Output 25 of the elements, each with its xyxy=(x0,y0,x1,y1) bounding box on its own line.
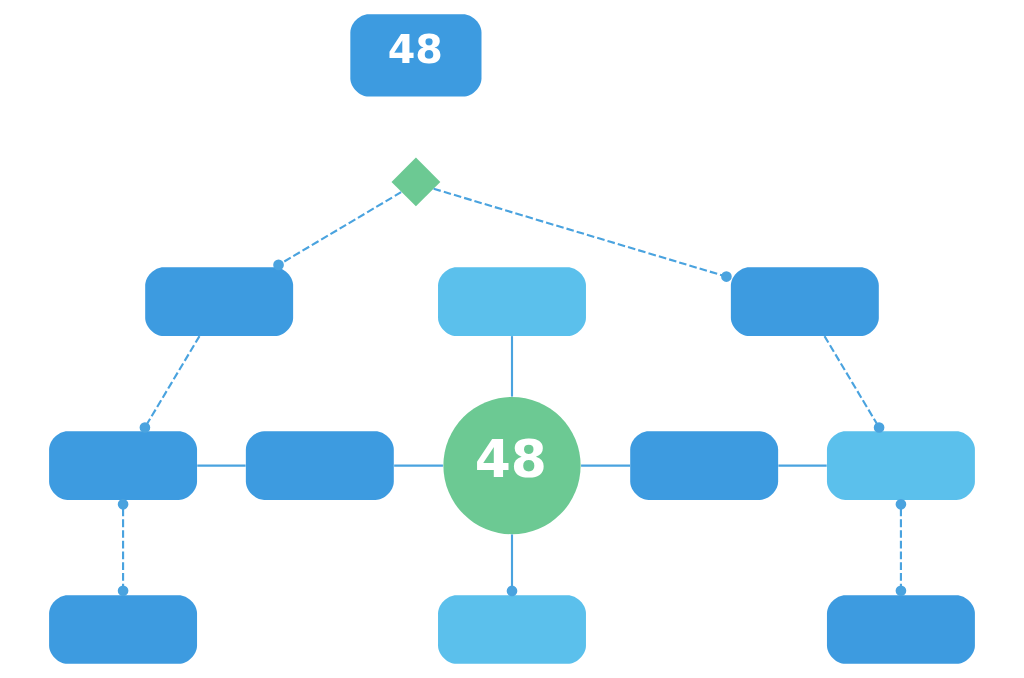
connector xyxy=(117,499,129,597)
connector xyxy=(581,464,631,467)
node-diamond xyxy=(391,157,441,207)
node-box xyxy=(630,431,779,500)
node-box xyxy=(438,267,586,336)
connector xyxy=(895,499,907,597)
node-box xyxy=(826,595,975,664)
connector xyxy=(510,336,514,397)
connector xyxy=(506,534,518,597)
connector xyxy=(394,464,443,467)
connector xyxy=(139,335,201,433)
connector xyxy=(197,464,246,467)
node-box xyxy=(245,431,394,500)
node-box: 48 xyxy=(350,14,482,97)
node-box xyxy=(438,595,586,664)
node-box xyxy=(49,595,198,664)
connector xyxy=(273,191,402,271)
node-circle: 48 xyxy=(443,396,581,535)
connector xyxy=(778,464,827,467)
connector xyxy=(823,335,885,433)
node-box xyxy=(145,267,294,336)
node-box xyxy=(49,431,198,500)
connector xyxy=(433,187,732,282)
node-box xyxy=(730,267,879,336)
node-box xyxy=(826,431,975,500)
